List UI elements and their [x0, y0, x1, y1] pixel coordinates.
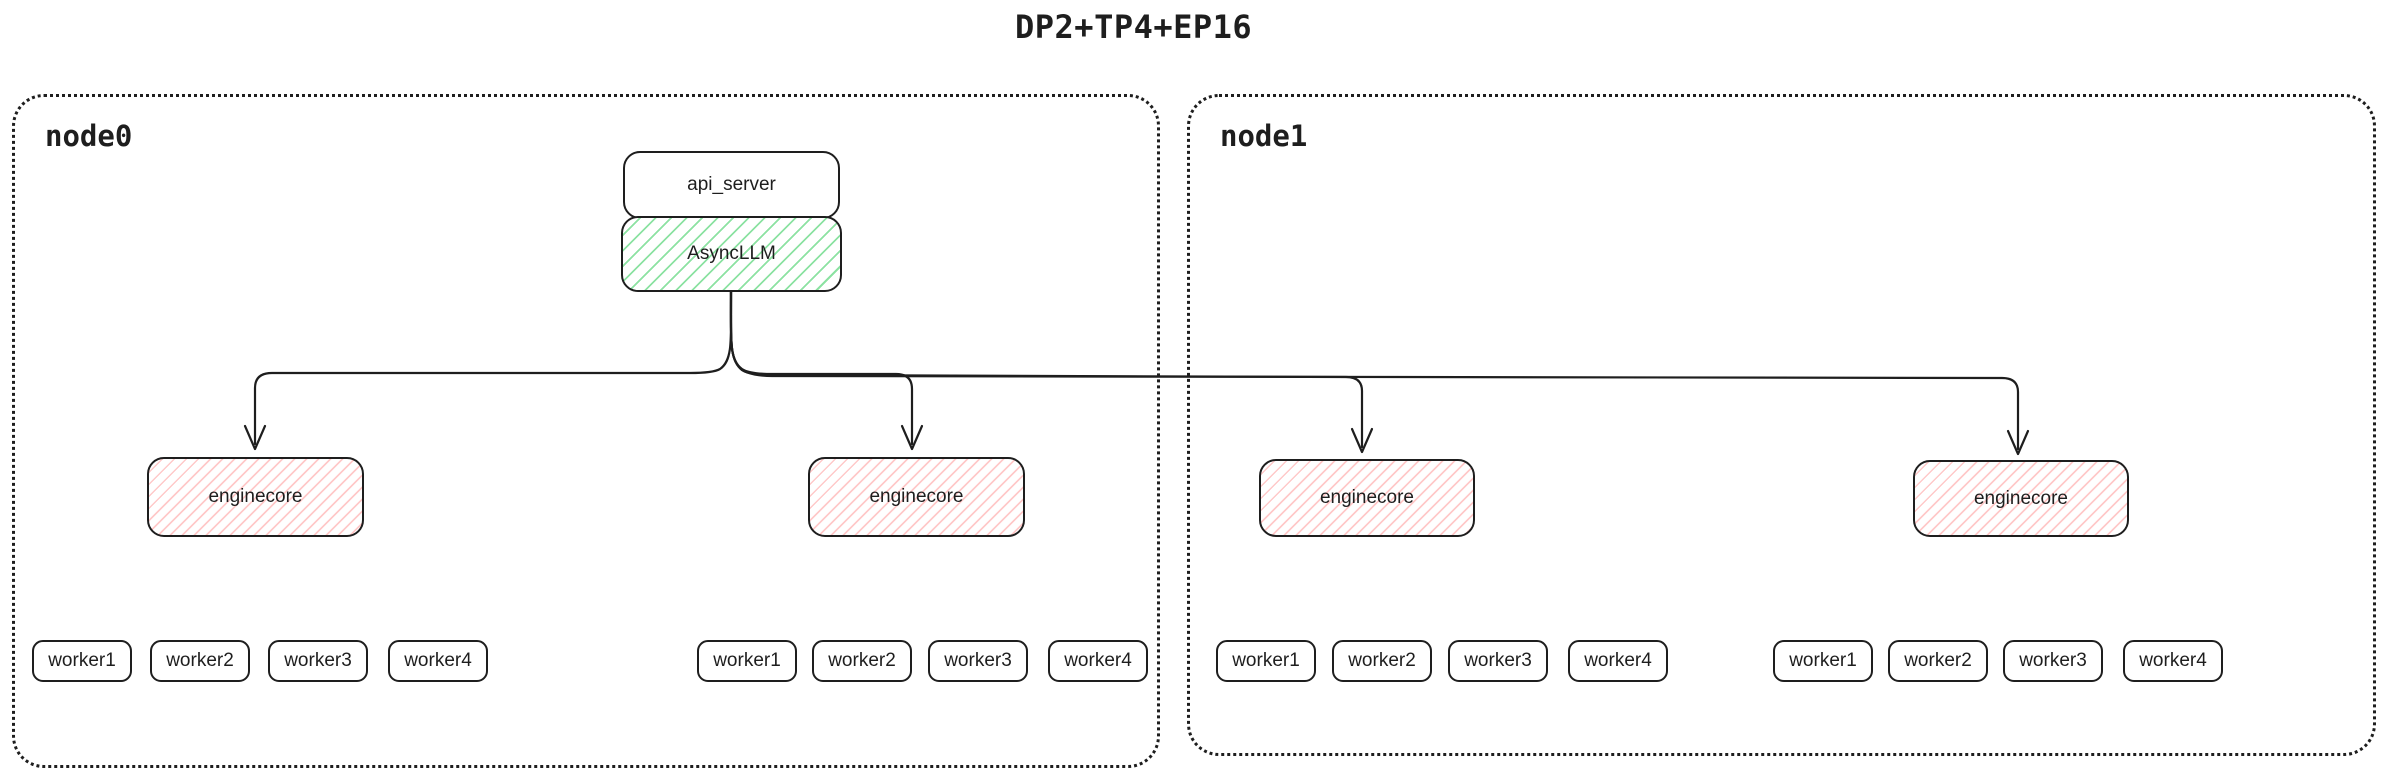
worker-label: worker3 [944, 650, 1012, 671]
enginecore-label: enginecore [208, 486, 303, 507]
worker-box: worker1 [1773, 640, 1873, 682]
worker-box: worker1 [697, 640, 797, 682]
worker-box: worker2 [150, 640, 250, 682]
worker-label: worker2 [166, 650, 234, 671]
worker-box: worker1 [1216, 640, 1316, 682]
enginecore-label: enginecore [1973, 487, 2069, 509]
worker-label: worker2 [1904, 650, 1972, 671]
worker-label: worker2 [1348, 650, 1416, 671]
worker-box: worker4 [1568, 640, 1668, 682]
worker-label: worker1 [1789, 650, 1857, 671]
enginecore-box-4: enginecore [1913, 460, 2129, 537]
worker-label: worker1 [48, 650, 116, 671]
worker-box: worker1 [32, 640, 132, 682]
worker-box: worker3 [2003, 640, 2103, 682]
worker-box: worker4 [2123, 640, 2223, 682]
node1-label: node1 [1220, 119, 1308, 153]
enginecore-label: enginecore [1319, 487, 1415, 508]
worker-label: worker4 [404, 650, 472, 671]
enginecore-box-3: enginecore [1259, 459, 1475, 537]
api-server-label: api_server [687, 174, 776, 195]
worker-label: worker4 [1064, 650, 1132, 671]
worker-label: worker1 [1232, 650, 1300, 671]
worker-label: worker3 [1464, 650, 1532, 671]
asyncllm-label: AsyncLLM [687, 243, 776, 264]
worker-box: worker3 [928, 640, 1028, 682]
worker-box: worker2 [1332, 640, 1432, 682]
diagram-title: DP2+TP4+EP16 [1015, 8, 1253, 46]
worker-box: worker4 [1048, 640, 1148, 682]
asyncllm-box: AsyncLLM [621, 216, 842, 292]
worker-label: worker1 [713, 650, 781, 671]
enginecore-box-2: enginecore [808, 457, 1025, 537]
worker-label: worker4 [1584, 650, 1652, 671]
enginecore-label: enginecore [869, 486, 964, 507]
worker-label: worker3 [284, 650, 352, 671]
worker-label: worker2 [828, 650, 896, 671]
worker-box: worker3 [1448, 640, 1548, 682]
worker-box: worker3 [268, 640, 368, 682]
node0-label: node0 [45, 119, 133, 153]
worker-label: worker4 [2139, 650, 2207, 671]
worker-box: worker2 [1888, 640, 1988, 682]
api-server-box: api_server [623, 151, 840, 219]
worker-box: worker2 [812, 640, 912, 682]
worker-label: worker3 [2019, 650, 2087, 671]
worker-box: worker4 [388, 640, 488, 682]
enginecore-box-1: enginecore [147, 457, 364, 537]
